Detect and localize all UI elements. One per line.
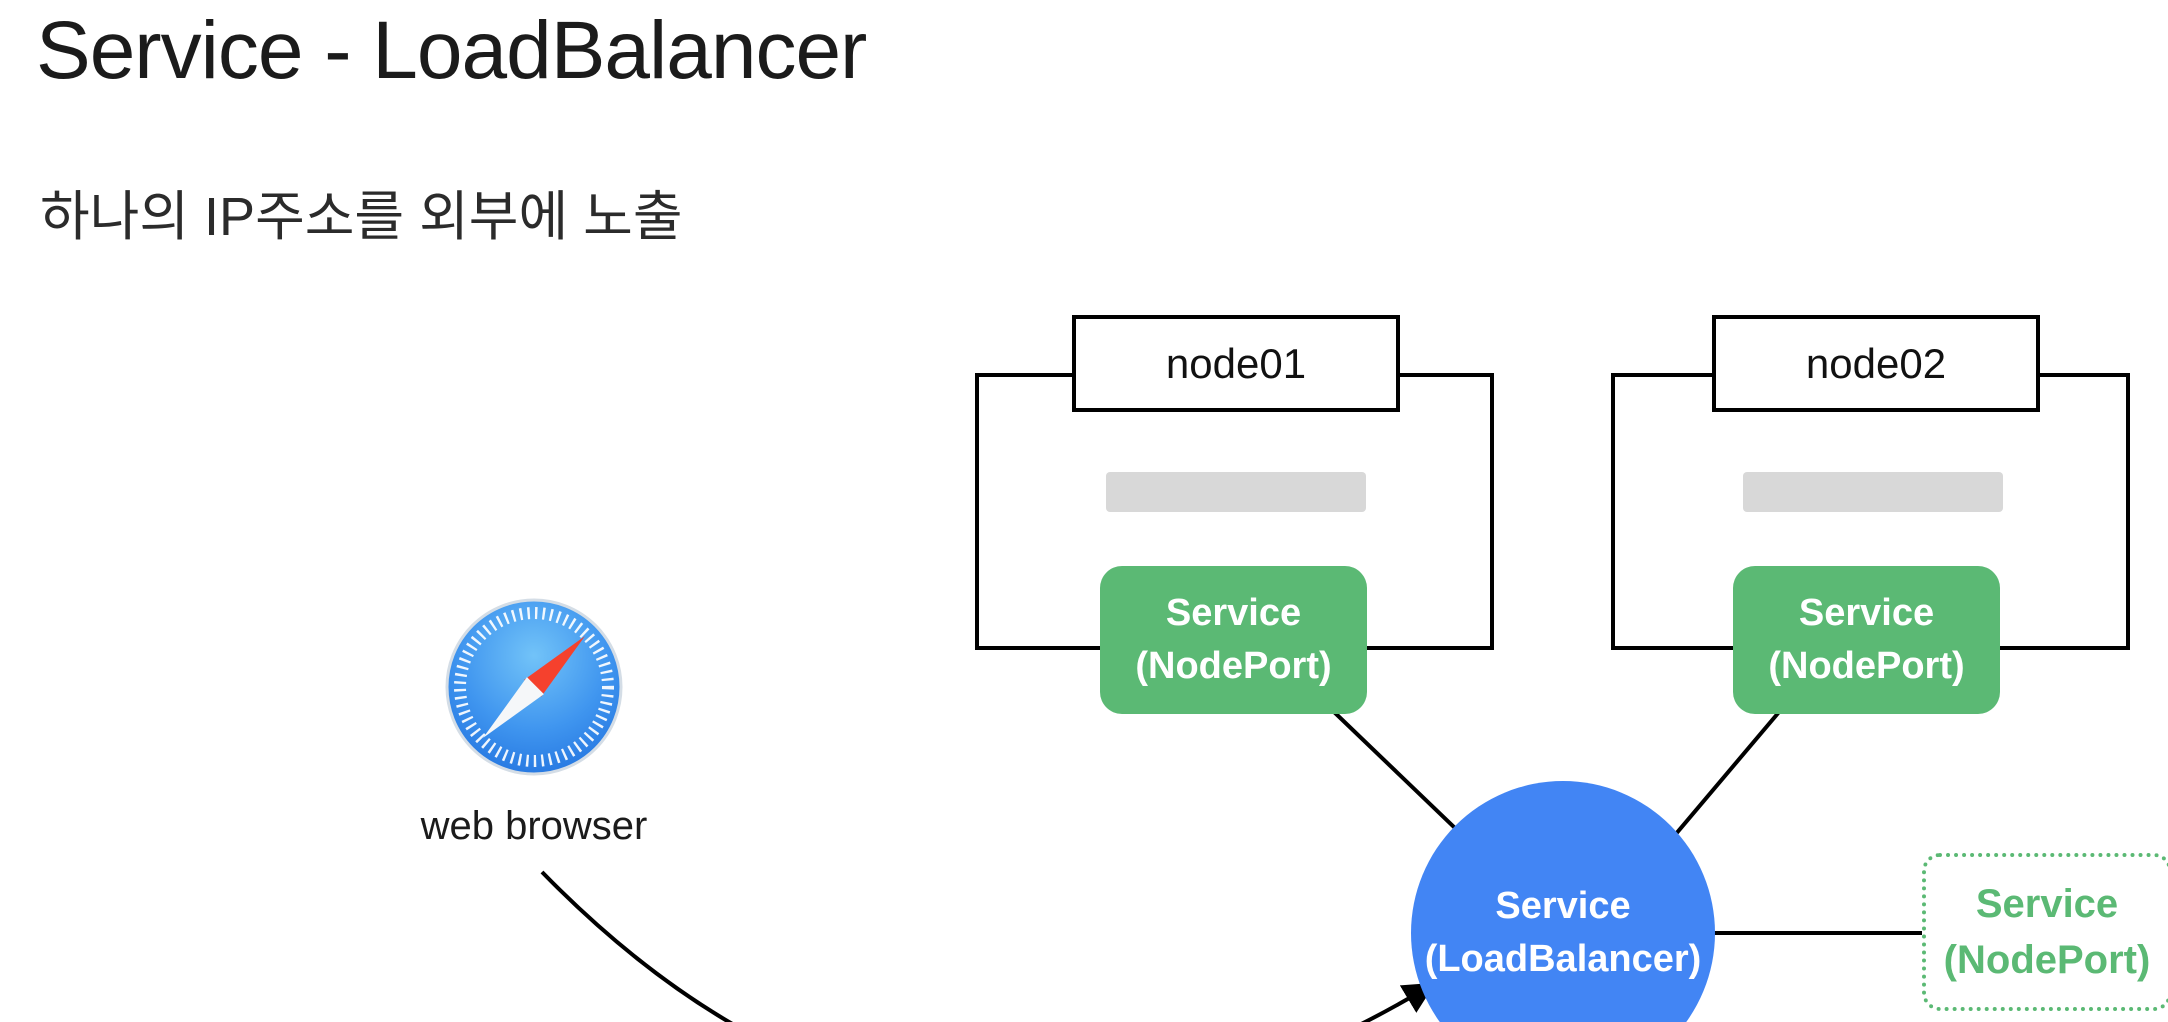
service-label-line2: (NodePort) bbox=[1768, 645, 1965, 687]
node01-pod-placeholder-bar bbox=[1106, 472, 1366, 512]
external-nodeport-service-box: Service (NodePort) bbox=[1922, 853, 2168, 1011]
slide-subtitle: 하나의 IP주소를 외부에 노출 bbox=[40, 187, 683, 247]
service-label-line1: Service bbox=[1165, 591, 1302, 634]
node01-label: node01 bbox=[1072, 315, 1400, 412]
compass-needle-icon bbox=[483, 636, 585, 738]
loadbalancer-label-line2: (LoadBalancer) bbox=[1424, 938, 1702, 980]
service-label-line2: (NodePort) bbox=[1135, 645, 1332, 687]
web-browser-label: web browser bbox=[420, 804, 648, 848]
node02-label: node02 bbox=[1712, 315, 2040, 412]
safari-web-browser-icon bbox=[445, 598, 623, 776]
external-nodeport-line1: Service bbox=[1975, 882, 2119, 926]
service-label-line1: Service bbox=[1798, 591, 1935, 634]
slide-title: Service - LoadBalancer bbox=[36, 5, 867, 96]
node02-nodeport-service-box: Service (NodePort) bbox=[1733, 566, 2000, 714]
loadbalancer-label-line1: Service bbox=[1495, 884, 1631, 927]
arrow-browser-to-loadbalancer bbox=[540, 870, 1436, 1022]
node01-nodeport-service-box: Service (NodePort) bbox=[1100, 566, 1367, 714]
node02-pod-placeholder-bar bbox=[1743, 472, 2003, 512]
loadbalancer-service-circle: Service (LoadBalancer) bbox=[1411, 781, 1715, 1022]
external-nodeport-line2: (NodePort) bbox=[1943, 938, 2151, 982]
